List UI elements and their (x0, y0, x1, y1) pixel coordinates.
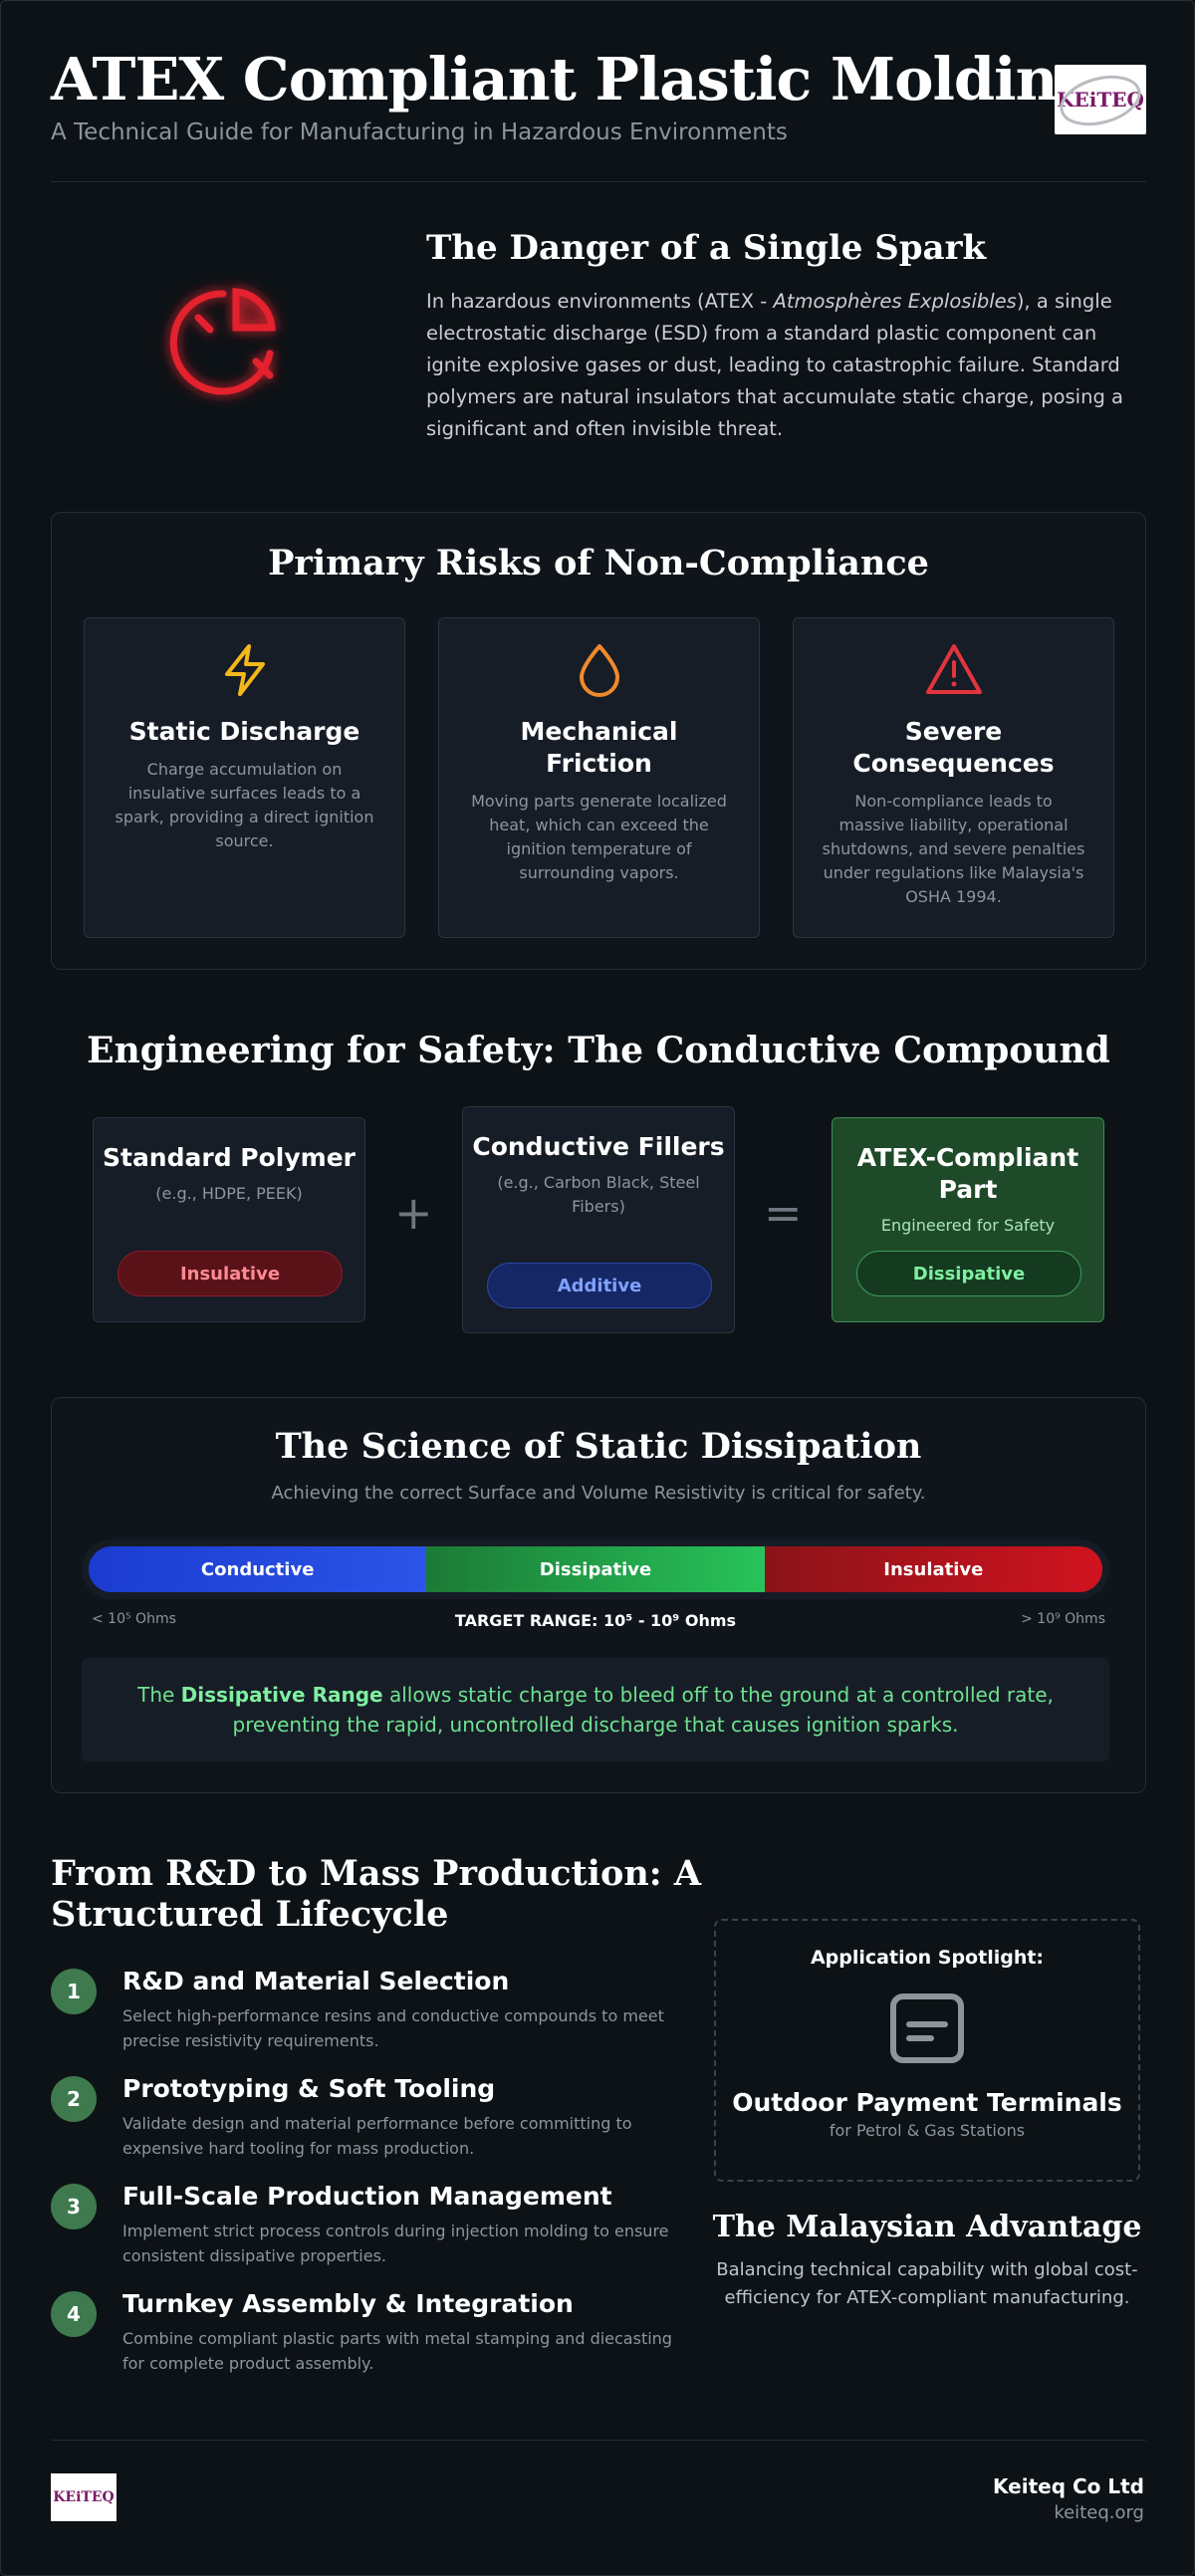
danger-body-italic: Atmosphères Explosibles (773, 290, 1017, 313)
gauge-alert-icon (169, 288, 276, 395)
footer-divider (51, 2440, 1146, 2441)
callout-post: allows static charge to bleed off to the… (232, 1683, 1054, 1737)
footer-logo-text: KEiTEQ (53, 2489, 115, 2505)
danger-body-post: ), a single electrostatic discharge (ESD… (426, 290, 1123, 440)
spotlight-label: Application Spotlight: (810, 1947, 1045, 1969)
step-text: Validate design and material performance… (122, 2114, 632, 2158)
step-text: Implement strict process controls during… (122, 2222, 669, 2265)
step-number: 1 (51, 1969, 97, 2014)
eng-card-title: Conductive Fillers (472, 1132, 725, 1161)
insulative-badge: Insulative (118, 1251, 343, 1296)
risks-panel: Primary Risks of Non-Compliance Static D… (51, 512, 1146, 970)
step-title: Turnkey Assembly & Integration (122, 2289, 574, 2318)
step-title: R&D and Material Selection (122, 1967, 510, 1995)
danger-section: The Danger of a Single Spark In hazardou… (426, 228, 1153, 445)
eng-card-polymer: Standard Polymer (e.g., HDPE, PEEK) Insu… (93, 1117, 365, 1322)
step-number: 4 (51, 2291, 97, 2337)
danger-body-pre: In hazardous environments (ATEX - (426, 290, 774, 313)
lightning-icon (224, 644, 265, 696)
step-text: Select high-performance resins and condu… (122, 2006, 664, 2050)
malaysian-advantage: The Malaysian Advantage Balancing techni… (708, 2210, 1146, 2312)
advantage-text: Balancing technical capability with glob… (716, 2259, 1138, 2308)
scale-right-label: > 10⁹ Ohms (1021, 1611, 1105, 1627)
risk-card-consequences: Severe Consequences Non-compliance leads… (793, 617, 1114, 938)
advantage-title: The Malaysian Advantage (712, 2210, 1142, 2244)
risk-text: Moving parts generate localized heat, wh… (471, 792, 727, 882)
risk-title: Mechanical Friction (520, 717, 678, 778)
risks-title: Primary Risks of Non-Compliance (268, 543, 929, 584)
eng-card-note: (e.g., HDPE, PEEK) (155, 1184, 303, 1203)
scale-left-label: < 10⁵ Ohms (92, 1611, 176, 1627)
eng-card-note: Engineered for Safety (880, 1216, 1056, 1235)
risk-text: Non-compliance leads to massive liabilit… (822, 792, 1085, 906)
header-divider (51, 181, 1146, 182)
plus-sign: + (394, 1186, 433, 1240)
footer-url[interactable]: keiteq.org (1054, 2502, 1144, 2523)
equals-sign: = (764, 1186, 803, 1240)
dissipative-callout: The Dissipative Range allows static char… (82, 1658, 1109, 1761)
science-subtitle: Achieving the correct Surface and Volume… (271, 1483, 926, 1504)
eng-card-note: (e.g., Carbon Black, Steel Fibers) (497, 1173, 700, 1216)
eng-card-title: ATEX-Compliant Part (856, 1143, 1079, 1204)
step-title: Full-Scale Production Management (122, 2182, 612, 2211)
eng-card-compliant: ATEX-Compliant Part Engineered for Safet… (832, 1117, 1104, 1322)
lifecycle-title: From R&D to Mass Production: A Structure… (51, 1853, 702, 1935)
callout-pre: The (137, 1683, 181, 1707)
company-logo: KEiTEQ (1055, 65, 1146, 134)
eng-card-fillers: Conductive Fillers (e.g., Carbon Black, … (462, 1106, 735, 1333)
step-title: Prototyping & Soft Tooling (122, 2074, 496, 2103)
droplet-icon (579, 644, 619, 697)
segment-dissipative: Dissipative (426, 1546, 765, 1592)
callout-bold: Dissipative Range (180, 1683, 383, 1707)
payment-terminal-icon (890, 1993, 964, 2063)
logo-swoosh-icon (1060, 75, 1141, 126)
scale-target-label: TARGET RANGE: 10⁵ - 10⁹ Ohms (454, 1611, 737, 1630)
science-title: The Science of Static Dissipation (275, 1426, 922, 1467)
step-text: Combine compliant plastic parts with met… (122, 2329, 672, 2373)
lifecycle-step: 4 Turnkey Assembly & Integration Combine… (51, 2289, 688, 2376)
segment-conductive: Conductive (89, 1546, 427, 1592)
spotlight-subtitle: for Petrol & Gas Stations (829, 2121, 1026, 2140)
step-number: 2 (51, 2076, 97, 2122)
lifecycle-step: 1 R&D and Material Selection Select high… (51, 1967, 688, 2053)
risk-title: Static Discharge (128, 717, 360, 746)
spotlight-title: Outdoor Payment Terminals (732, 2088, 1122, 2117)
danger-body: In hazardous environments (ATEX - Atmosp… (426, 286, 1153, 445)
resistivity-bar-fill: Conductive Dissipative Insulative (89, 1546, 1102, 1592)
lifecycle-step: 2 Prototyping & Soft Tooling Validate de… (51, 2074, 688, 2161)
engineering-title: Engineering for Safety: The Conductive C… (87, 1030, 1110, 1071)
lifecycle-step: 3 Full-Scale Production Management Imple… (51, 2182, 688, 2268)
risk-card-friction: Mechanical Friction Moving parts generat… (438, 617, 760, 938)
page-title: ATEX Compliant Plastic Molding (51, 45, 1098, 114)
additive-badge: Additive (487, 1263, 712, 1308)
risk-card-static: Static Discharge Charge accumulation on … (84, 617, 405, 938)
warning-triangle-icon (925, 644, 982, 694)
dissipative-badge: Dissipative (856, 1251, 1081, 1296)
footer-company: Keiteq Co Ltd (993, 2474, 1144, 2498)
step-number: 3 (51, 2184, 97, 2229)
danger-title: The Danger of a Single Spark (426, 228, 987, 268)
eng-card-title: Standard Polymer (102, 1143, 357, 1172)
resistivity-bar: Conductive Dissipative Insulative (82, 1539, 1109, 1599)
science-panel: The Science of Static Dissipation Achiev… (51, 1397, 1146, 1793)
header: ATEX Compliant Plastic Molding A Technic… (51, 45, 1146, 184)
risk-title: Severe Consequences (852, 717, 1055, 778)
page-subtitle: A Technical Guide for Manufacturing in H… (51, 119, 788, 145)
segment-insulative: Insulative (764, 1546, 1102, 1592)
footer-logo: KEiTEQ (51, 2473, 117, 2521)
application-spotlight: Application Spotlight: Outdoor Payment T… (714, 1919, 1140, 2182)
risk-text: Charge accumulation on insulative surfac… (115, 760, 374, 850)
